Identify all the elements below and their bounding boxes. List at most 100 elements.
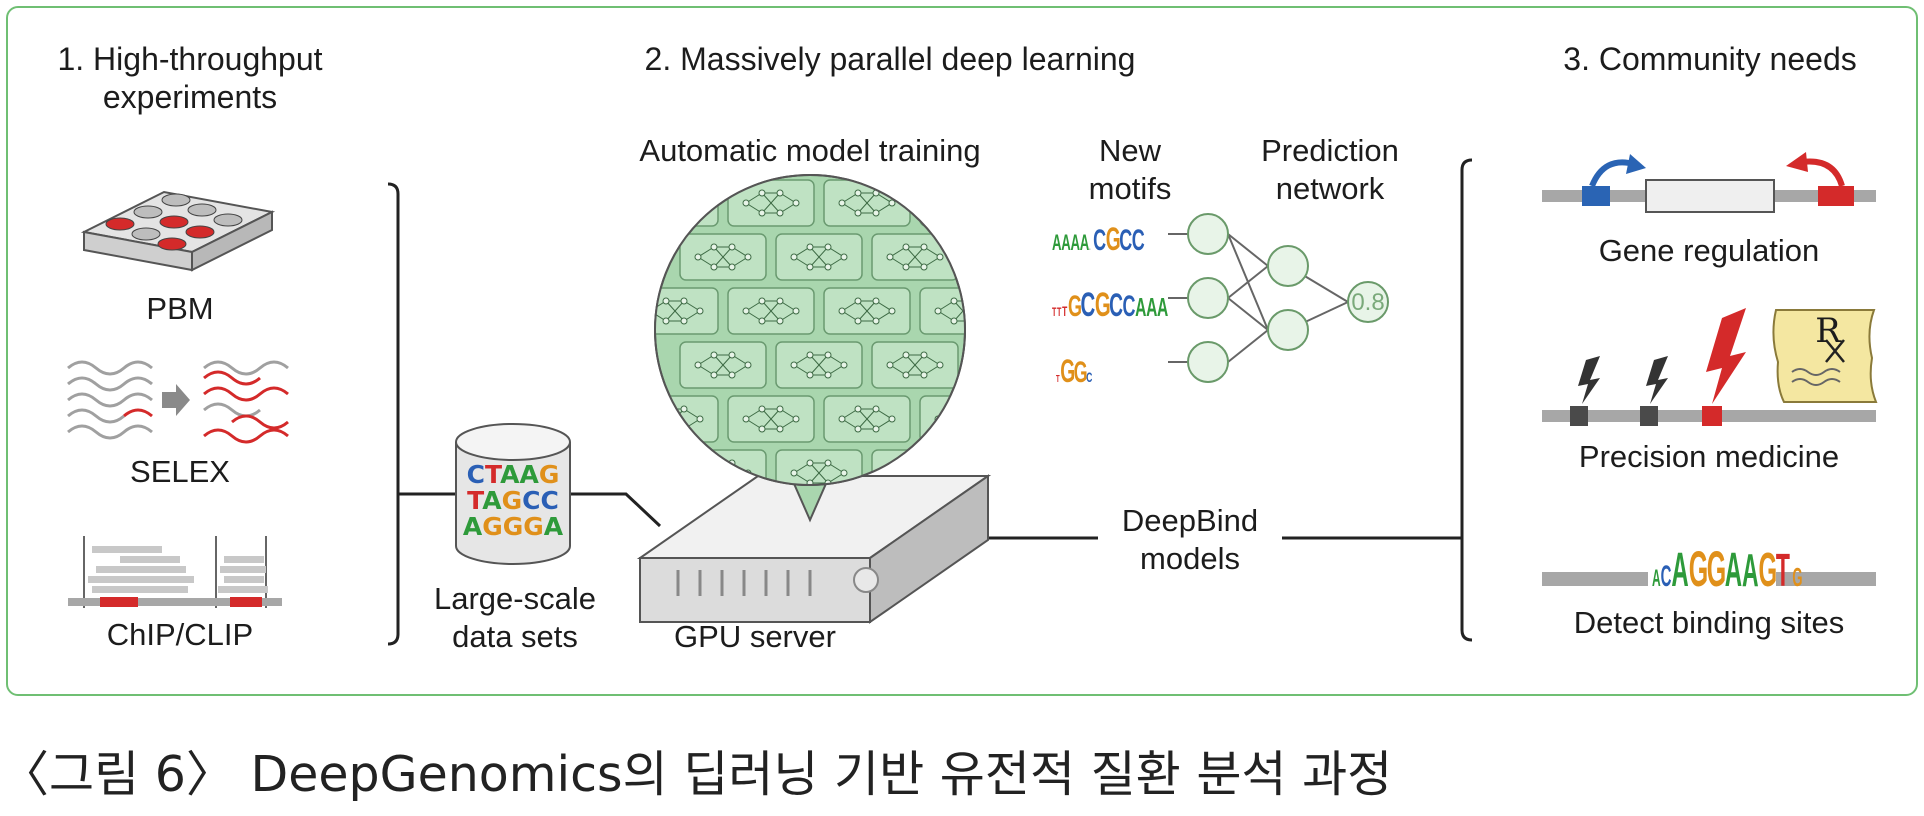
rx-r: R (1815, 311, 1841, 351)
motif-letter: A (1146, 293, 1157, 322)
database-icon (455, 423, 571, 565)
automatic-model-training-label: Automatic model training (639, 133, 981, 168)
motif-letter: G (1106, 221, 1121, 257)
model-chip (727, 179, 815, 227)
figure-caption: 〈그림 6〉 DeepGenomics의 딥러닝 기반 유전적 질환 분석 과정 (0, 746, 1393, 803)
section-1-title: 1. High-throughput experiments (30, 40, 350, 116)
section-3-title: 3. Community needs (1563, 41, 1857, 77)
model-chip (655, 287, 719, 335)
model-chip (727, 395, 815, 443)
prediction-network-line1: Prediction (1261, 133, 1399, 168)
model-chip (919, 395, 965, 443)
gene-regulation-label: Gene regulation (1598, 233, 1820, 268)
gene-regulation-icon (1542, 152, 1876, 213)
pbm-label: PBM (146, 291, 214, 326)
model-chip (775, 341, 863, 389)
model-chip (968, 342, 1054, 388)
model-chip (871, 233, 959, 281)
prediction-network-label: Prediction network (1240, 132, 1420, 208)
motif-letter: T (1056, 374, 1060, 385)
model-chip (727, 287, 815, 335)
right-bracket (1460, 158, 1473, 642)
model-chip (775, 233, 863, 281)
motif-letter: T (1057, 306, 1061, 319)
motif-letter: C (1093, 225, 1106, 258)
section-2-title: 2. Massively parallel deep learning (644, 41, 1136, 77)
motif-letter: T (1062, 305, 1067, 320)
motif-letter: A (1080, 231, 1090, 255)
motif-letter: C (1081, 286, 1096, 324)
deepbind-models-label: DeepBind models (1098, 502, 1282, 578)
deepbind-line2: models (1140, 541, 1240, 576)
prediction-network-line2: network (1275, 171, 1385, 206)
db-seq-1: CTAAG (466, 460, 560, 489)
motif-letter: A (1052, 231, 1062, 255)
model-chip (919, 179, 965, 227)
motif-letter: C (1132, 225, 1145, 258)
motif-letter: A (1070, 231, 1080, 255)
chip-clip-label: ChIP/CLIP (106, 617, 254, 652)
model-chip (823, 395, 911, 443)
model-chip (968, 234, 1054, 280)
db-to-server-line (570, 492, 662, 528)
deepbind-line1: DeepBind (1121, 503, 1259, 538)
precision-medicine-icon (1542, 308, 1878, 426)
rx-cross (1825, 339, 1845, 363)
db-sequences: CTAAG TAGCC AGGGA (456, 462, 570, 540)
gpu-server-icon (636, 474, 992, 624)
model-chip (679, 341, 767, 389)
motif-letter: T (1052, 306, 1056, 319)
binding-motif-letter: G (1689, 542, 1708, 598)
model-chip (655, 179, 719, 227)
db-seq-2: TAGCC (467, 486, 559, 515)
db-seq-3: AGGGA (462, 512, 564, 541)
motif-letter: C (1109, 287, 1123, 323)
gpu-server-label: GPU server (674, 619, 836, 654)
large-scale-line1: Large-scale (434, 581, 596, 616)
prediction-network-icon (1168, 213, 1389, 383)
motif-letter: A (1061, 231, 1071, 255)
binding-motif-letter: G (1707, 542, 1726, 598)
binding-motif-letter: A (1652, 566, 1661, 593)
chip-clip-icon (68, 536, 282, 608)
binding-motif-letter: A (1742, 544, 1759, 596)
new-motifs-line1: New (1098, 133, 1161, 168)
large-scale-datasets-label: Large-scale data sets (400, 580, 630, 656)
detect-binding-sites-label: Detect binding sites (1573, 605, 1845, 640)
motif-letter: A (1135, 293, 1146, 322)
motif-letter: C (1086, 371, 1093, 386)
new-motifs-label: New motifs (1070, 132, 1190, 208)
binding-motif-letter: T (1776, 544, 1790, 596)
model-chip (679, 233, 767, 281)
motif-letter: G (1068, 291, 1082, 324)
precision-medicine-label: Precision medicine (1578, 439, 1840, 474)
new-motifs-line2: motifs (1088, 171, 1172, 206)
pbm-plate-icon (80, 190, 276, 272)
motif-letter: C (1123, 291, 1136, 324)
motif-letter: C (1119, 225, 1132, 258)
motif-letter: G (1060, 353, 1075, 389)
large-scale-line2: data sets (452, 619, 578, 654)
binding-motif-letter: G (1792, 563, 1802, 592)
selex-label: SELEX (130, 454, 230, 489)
left-bracket (387, 182, 400, 646)
model-chip (823, 287, 911, 335)
motif-letter: G (1095, 286, 1111, 324)
model-chip (655, 395, 719, 443)
motif-letter: G (1074, 357, 1088, 390)
motif-letter: . (1089, 242, 1091, 253)
network-output-value: 0.8 (1351, 289, 1385, 316)
motif-letter: A (1157, 293, 1168, 322)
binding-motif-letter: A (1671, 544, 1688, 597)
section-1-title-line1: 1. High-throughput (57, 41, 323, 77)
binding-motif-letter: G (1759, 544, 1778, 597)
selex-icon (67, 360, 289, 444)
section-1-title-line2: experiments (102, 79, 278, 115)
rx-symbol: R (1808, 312, 1848, 350)
model-chip (871, 341, 959, 389)
binding-motif-letter: C (1661, 561, 1672, 594)
binding-motif-letter: A (1725, 544, 1742, 597)
